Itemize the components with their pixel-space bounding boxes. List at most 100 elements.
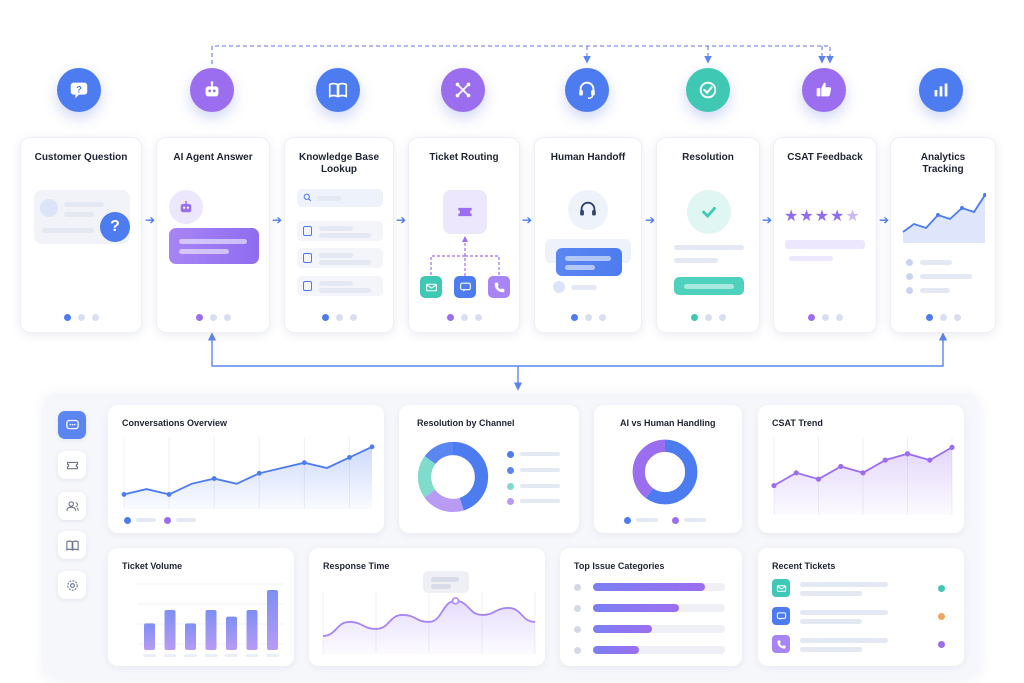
chat-ticket-icon xyxy=(772,607,790,625)
star-rating[interactable]: ★★★★★ xyxy=(784,208,861,225)
channel-donut-chart xyxy=(417,441,489,513)
pie-slice xyxy=(417,441,489,513)
step-card-ai-agent-answer[interactable]: AI Agent Answer xyxy=(156,137,270,333)
series-area xyxy=(323,600,535,654)
answer-bubble xyxy=(169,228,259,264)
routing-icon xyxy=(441,68,485,112)
data-point xyxy=(927,457,933,463)
step-card-ticket-routing[interactable]: Ticket Routing xyxy=(408,137,520,333)
panel-title: CSAT Trend xyxy=(772,418,823,428)
svg-text:?: ? xyxy=(76,84,82,94)
list-item[interactable] xyxy=(297,248,383,268)
analytics-mini-chart xyxy=(902,193,986,243)
question-chat-icon: ? xyxy=(57,68,101,112)
conversations-line-chart xyxy=(121,437,375,509)
resolved-button[interactable] xyxy=(674,277,744,295)
data-point xyxy=(904,451,911,457)
tick-label xyxy=(163,654,177,657)
tick-label xyxy=(266,654,279,657)
issue-marker xyxy=(574,605,581,612)
avatar xyxy=(553,281,565,293)
panel-title: AI vs Human Handling xyxy=(620,418,716,428)
pager-dots xyxy=(535,314,641,321)
bar xyxy=(185,623,196,650)
nav-users-icon[interactable] xyxy=(58,492,86,520)
bar xyxy=(205,610,217,650)
table-row[interactable] xyxy=(772,607,952,627)
pager-dots xyxy=(21,314,141,321)
agent-headset-icon xyxy=(568,190,608,230)
response-time-area-chart xyxy=(322,592,536,654)
issue-marker xyxy=(574,626,581,633)
bar-track xyxy=(593,646,725,654)
step-card-resolution[interactable]: Resolution xyxy=(656,137,760,333)
panel-title: Conversations Overview xyxy=(122,418,228,428)
tick-label xyxy=(245,654,259,657)
pager-dots xyxy=(774,314,876,321)
panel-title: Top Issue Categories xyxy=(574,561,665,571)
table-row[interactable] xyxy=(772,635,952,655)
panel-ticket-volume: Ticket Volume xyxy=(108,548,294,666)
data-point xyxy=(301,460,307,466)
search-icon xyxy=(303,193,312,202)
step-card-analytics[interactable]: Analytics Tracking xyxy=(890,137,996,333)
arrow-icon: ➔ xyxy=(272,213,283,227)
phone-ticket-icon xyxy=(772,635,790,653)
step-title: Human Handoff xyxy=(550,152,626,163)
data-point xyxy=(369,444,375,450)
bar xyxy=(593,583,706,591)
bar xyxy=(144,623,155,650)
bar xyxy=(593,625,653,633)
bar xyxy=(164,610,176,650)
series-line xyxy=(322,600,536,637)
nav-chat-icon[interactable] xyxy=(58,411,86,439)
check-circle-icon xyxy=(686,68,730,112)
open-book-icon xyxy=(316,68,360,112)
nav-ticket-icon[interactable] xyxy=(58,451,86,479)
arrow-icon: ➔ xyxy=(522,213,533,227)
chart-tooltip xyxy=(423,571,469,593)
step-card-customer-question[interactable]: Customer Question ? xyxy=(20,137,142,333)
arrow-icon: ➔ xyxy=(396,213,407,227)
data-point xyxy=(949,444,955,450)
nav-book-icon[interactable] xyxy=(58,531,86,559)
nav-settings-icon[interactable] xyxy=(58,571,86,599)
list-item[interactable] xyxy=(297,221,383,241)
pie-slice xyxy=(632,439,698,505)
pie-slice xyxy=(417,441,489,513)
bar-track xyxy=(593,604,725,612)
pager-dots xyxy=(285,314,393,321)
data-point xyxy=(838,463,844,470)
bar-chart-icon xyxy=(919,68,963,112)
arrow-icon: ➔ xyxy=(145,213,156,227)
step-title: AI Agent Answer xyxy=(173,152,253,163)
panel-title: Ticket Volume xyxy=(122,561,183,571)
issue-marker xyxy=(574,584,581,591)
panel-title: Recent Tickets xyxy=(772,561,836,571)
routing-branches xyxy=(430,236,500,276)
data-point xyxy=(451,597,460,605)
step-card-csat-feedback[interactable]: CSAT Feedback ★★★★★ xyxy=(773,137,877,333)
bar xyxy=(267,590,278,650)
data-point xyxy=(211,476,217,481)
list-item[interactable] xyxy=(297,276,383,296)
email-channel-icon xyxy=(420,276,442,298)
ai-human-donut-chart xyxy=(632,439,698,505)
chat-channel-icon xyxy=(454,276,476,298)
data-point xyxy=(793,470,799,476)
arrow-icon: ➔ xyxy=(762,213,773,227)
handoff-bubble xyxy=(556,248,622,276)
step-card-human-handoff[interactable]: Human Handoff xyxy=(534,137,642,333)
data-point xyxy=(882,457,888,463)
tick-label xyxy=(184,654,197,657)
series-area xyxy=(774,447,952,515)
step-card-knowledge-base[interactable]: Knowledge Base Lookup xyxy=(284,137,394,333)
kb-search-input[interactable] xyxy=(297,189,383,207)
ticket-icon xyxy=(443,190,487,234)
table-row[interactable] xyxy=(772,579,952,599)
data-point xyxy=(256,470,262,476)
tick-label xyxy=(204,654,218,657)
series-line xyxy=(123,445,373,496)
avatar xyxy=(40,199,58,217)
